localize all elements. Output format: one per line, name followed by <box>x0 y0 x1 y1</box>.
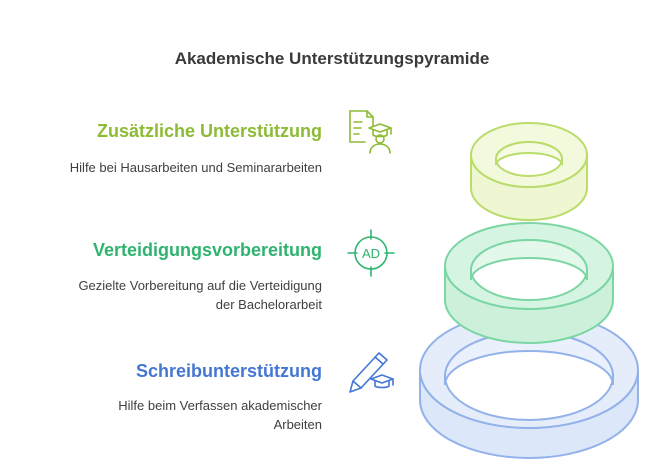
level-title-defense-preparation: Verteidigungsvorbereitung <box>92 240 322 260</box>
level-desc-writing-support: Hilfe beim Verfassen akademischer Arbeit… <box>22 396 322 434</box>
desc-line: Gezielte Vorbereitung auf die Verteidigu… <box>78 278 322 293</box>
desc-line: Hilfe bei Hausarbeiten und Seminararbeit… <box>69 160 322 175</box>
page-title: Akademische Unterstützungspyramide <box>174 49 490 68</box>
document-graduate-icon <box>349 110 392 154</box>
ring-top <box>470 122 588 221</box>
level-desc-defense-preparation: Gezielte Vorbereitung auf die Verteidigu… <box>22 276 322 314</box>
ring-middle <box>444 222 614 344</box>
ad-target-icon: AD <box>347 229 395 277</box>
level-title-writing-support: Schreibunterstützung <box>135 361 322 381</box>
desc-line: der Bachelorarbeit <box>215 297 322 312</box>
desc-line: Arbeiten <box>273 417 322 432</box>
level-title-additional-support: Zusätzliche Unterstützung <box>96 121 322 141</box>
level-desc-additional-support: Hilfe bei Hausarbeiten und Seminararbeit… <box>22 158 322 177</box>
ring-bottom <box>419 311 639 459</box>
pen-graduation-cap-icon <box>349 352 394 393</box>
ad-label: AD <box>362 246 380 261</box>
desc-line: Hilfe beim Verfassen akademischer <box>118 398 322 413</box>
